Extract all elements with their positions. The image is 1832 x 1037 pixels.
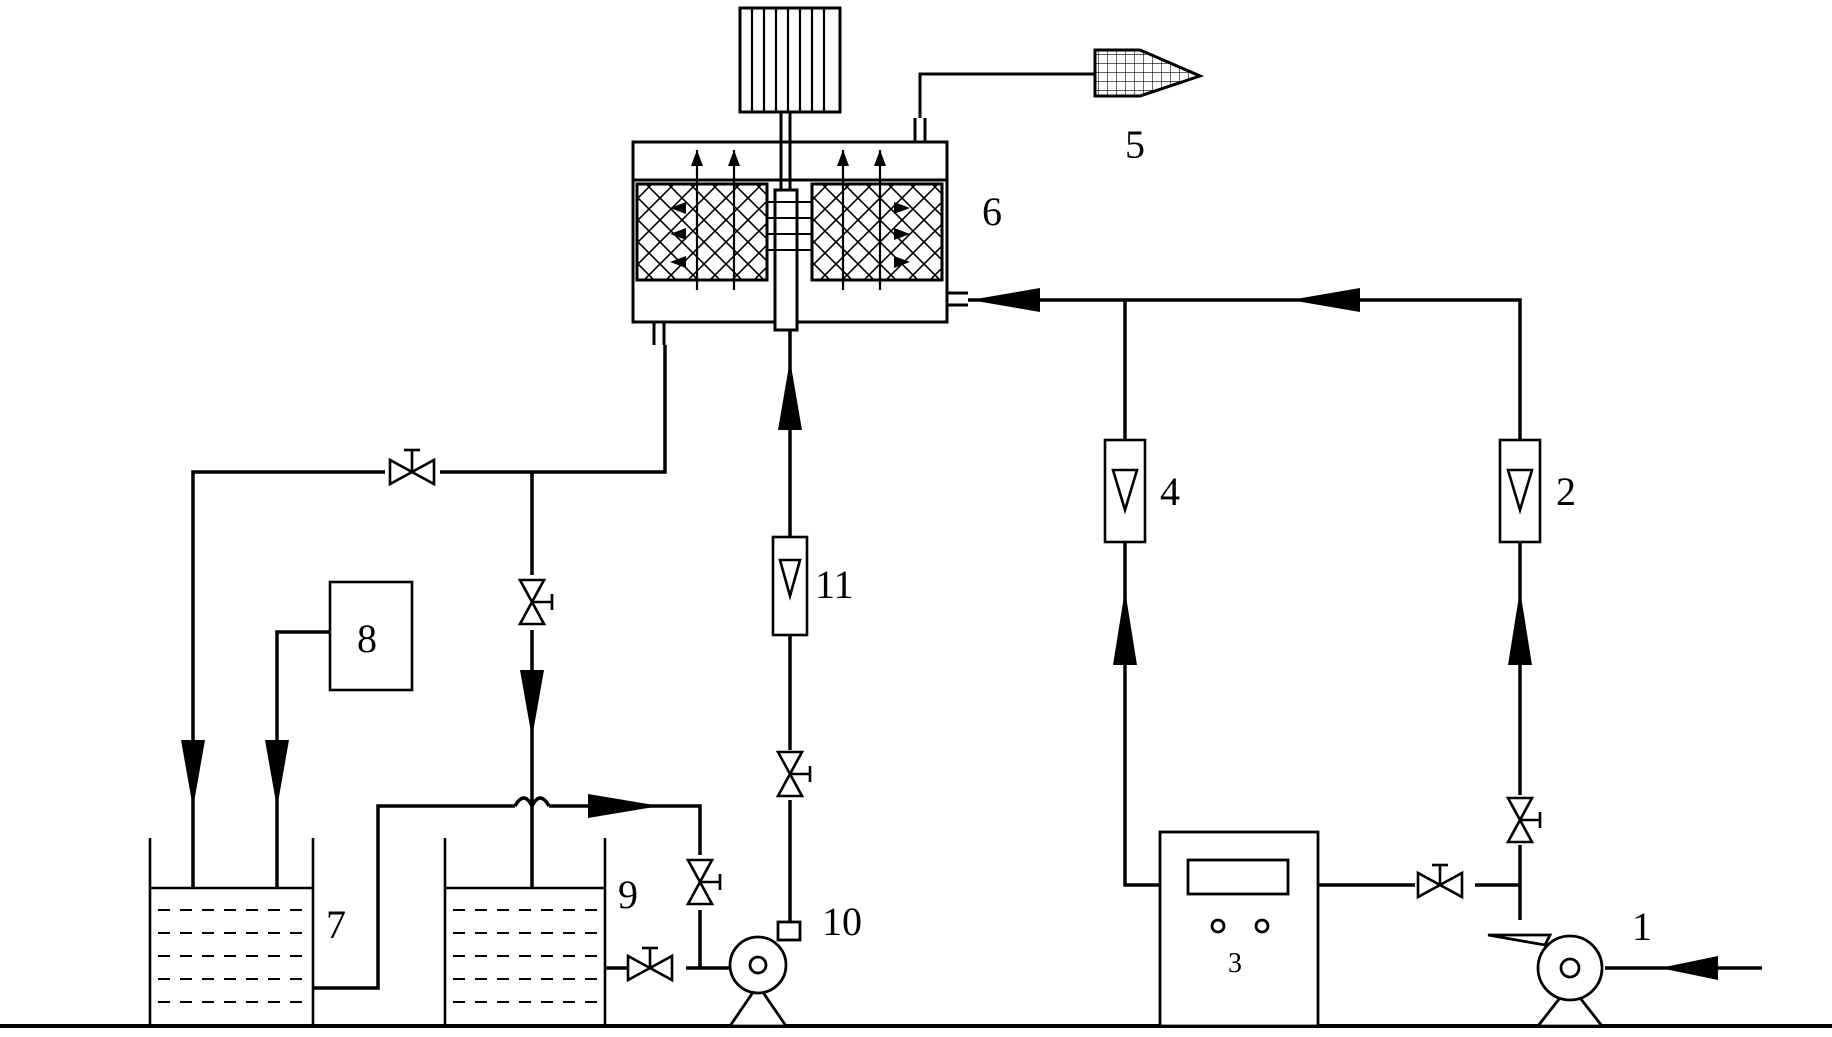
valve-tank9-inlet <box>517 578 554 626</box>
flowmeters <box>771 438 1542 637</box>
valve-bypass <box>685 858 722 906</box>
valve-controller <box>1416 863 1464 900</box>
label-outlet-5: 5 <box>1125 122 1145 167</box>
tank-9 <box>443 838 607 1028</box>
label-pump-10: 10 <box>822 899 862 944</box>
label-flowmeter-11: 11 <box>815 562 854 607</box>
draft-tube <box>773 188 799 332</box>
label-flowmeter-4: 4 <box>1160 469 1180 514</box>
valves <box>388 448 1542 983</box>
reactor-flow-arrows <box>670 150 910 268</box>
flowmeter-4 <box>1103 438 1147 544</box>
packing-bed-right <box>810 182 944 282</box>
valve-tank9-outlet <box>626 946 674 983</box>
gas-outlet <box>918 48 1205 118</box>
reactor-motor-fins <box>750 8 826 112</box>
flowmeter-2 <box>1498 438 1542 544</box>
controller <box>1158 830 1320 1028</box>
valve-pump1 <box>1505 796 1542 844</box>
label-tank-9: 9 <box>618 872 638 917</box>
label-dosing-tank-8: 8 <box>357 616 377 661</box>
reactor <box>631 6 968 345</box>
dosing-tank <box>328 580 414 692</box>
controller-knob-left <box>1210 918 1226 934</box>
valve-pump10 <box>775 750 812 798</box>
pipe-flow-arrows <box>181 288 1718 980</box>
outlet-nozzle <box>1093 48 1205 98</box>
label-flowmeter-2: 2 <box>1556 469 1576 514</box>
label-reactor-6: 6 <box>982 189 1002 234</box>
controller-knob-right <box>1254 918 1270 934</box>
label-controller-3: 3 <box>1228 948 1242 979</box>
pump-10 <box>727 920 802 1028</box>
label-tank-7: 7 <box>326 902 346 947</box>
valve-top-left <box>388 448 436 487</box>
pump-1 <box>1487 933 1605 1028</box>
label-pump-1: 1 <box>1632 904 1652 949</box>
flowmeter-11 <box>771 535 809 637</box>
controller-display <box>1186 858 1290 896</box>
packing-bed-left <box>635 182 769 282</box>
tank-7 <box>148 838 315 1028</box>
